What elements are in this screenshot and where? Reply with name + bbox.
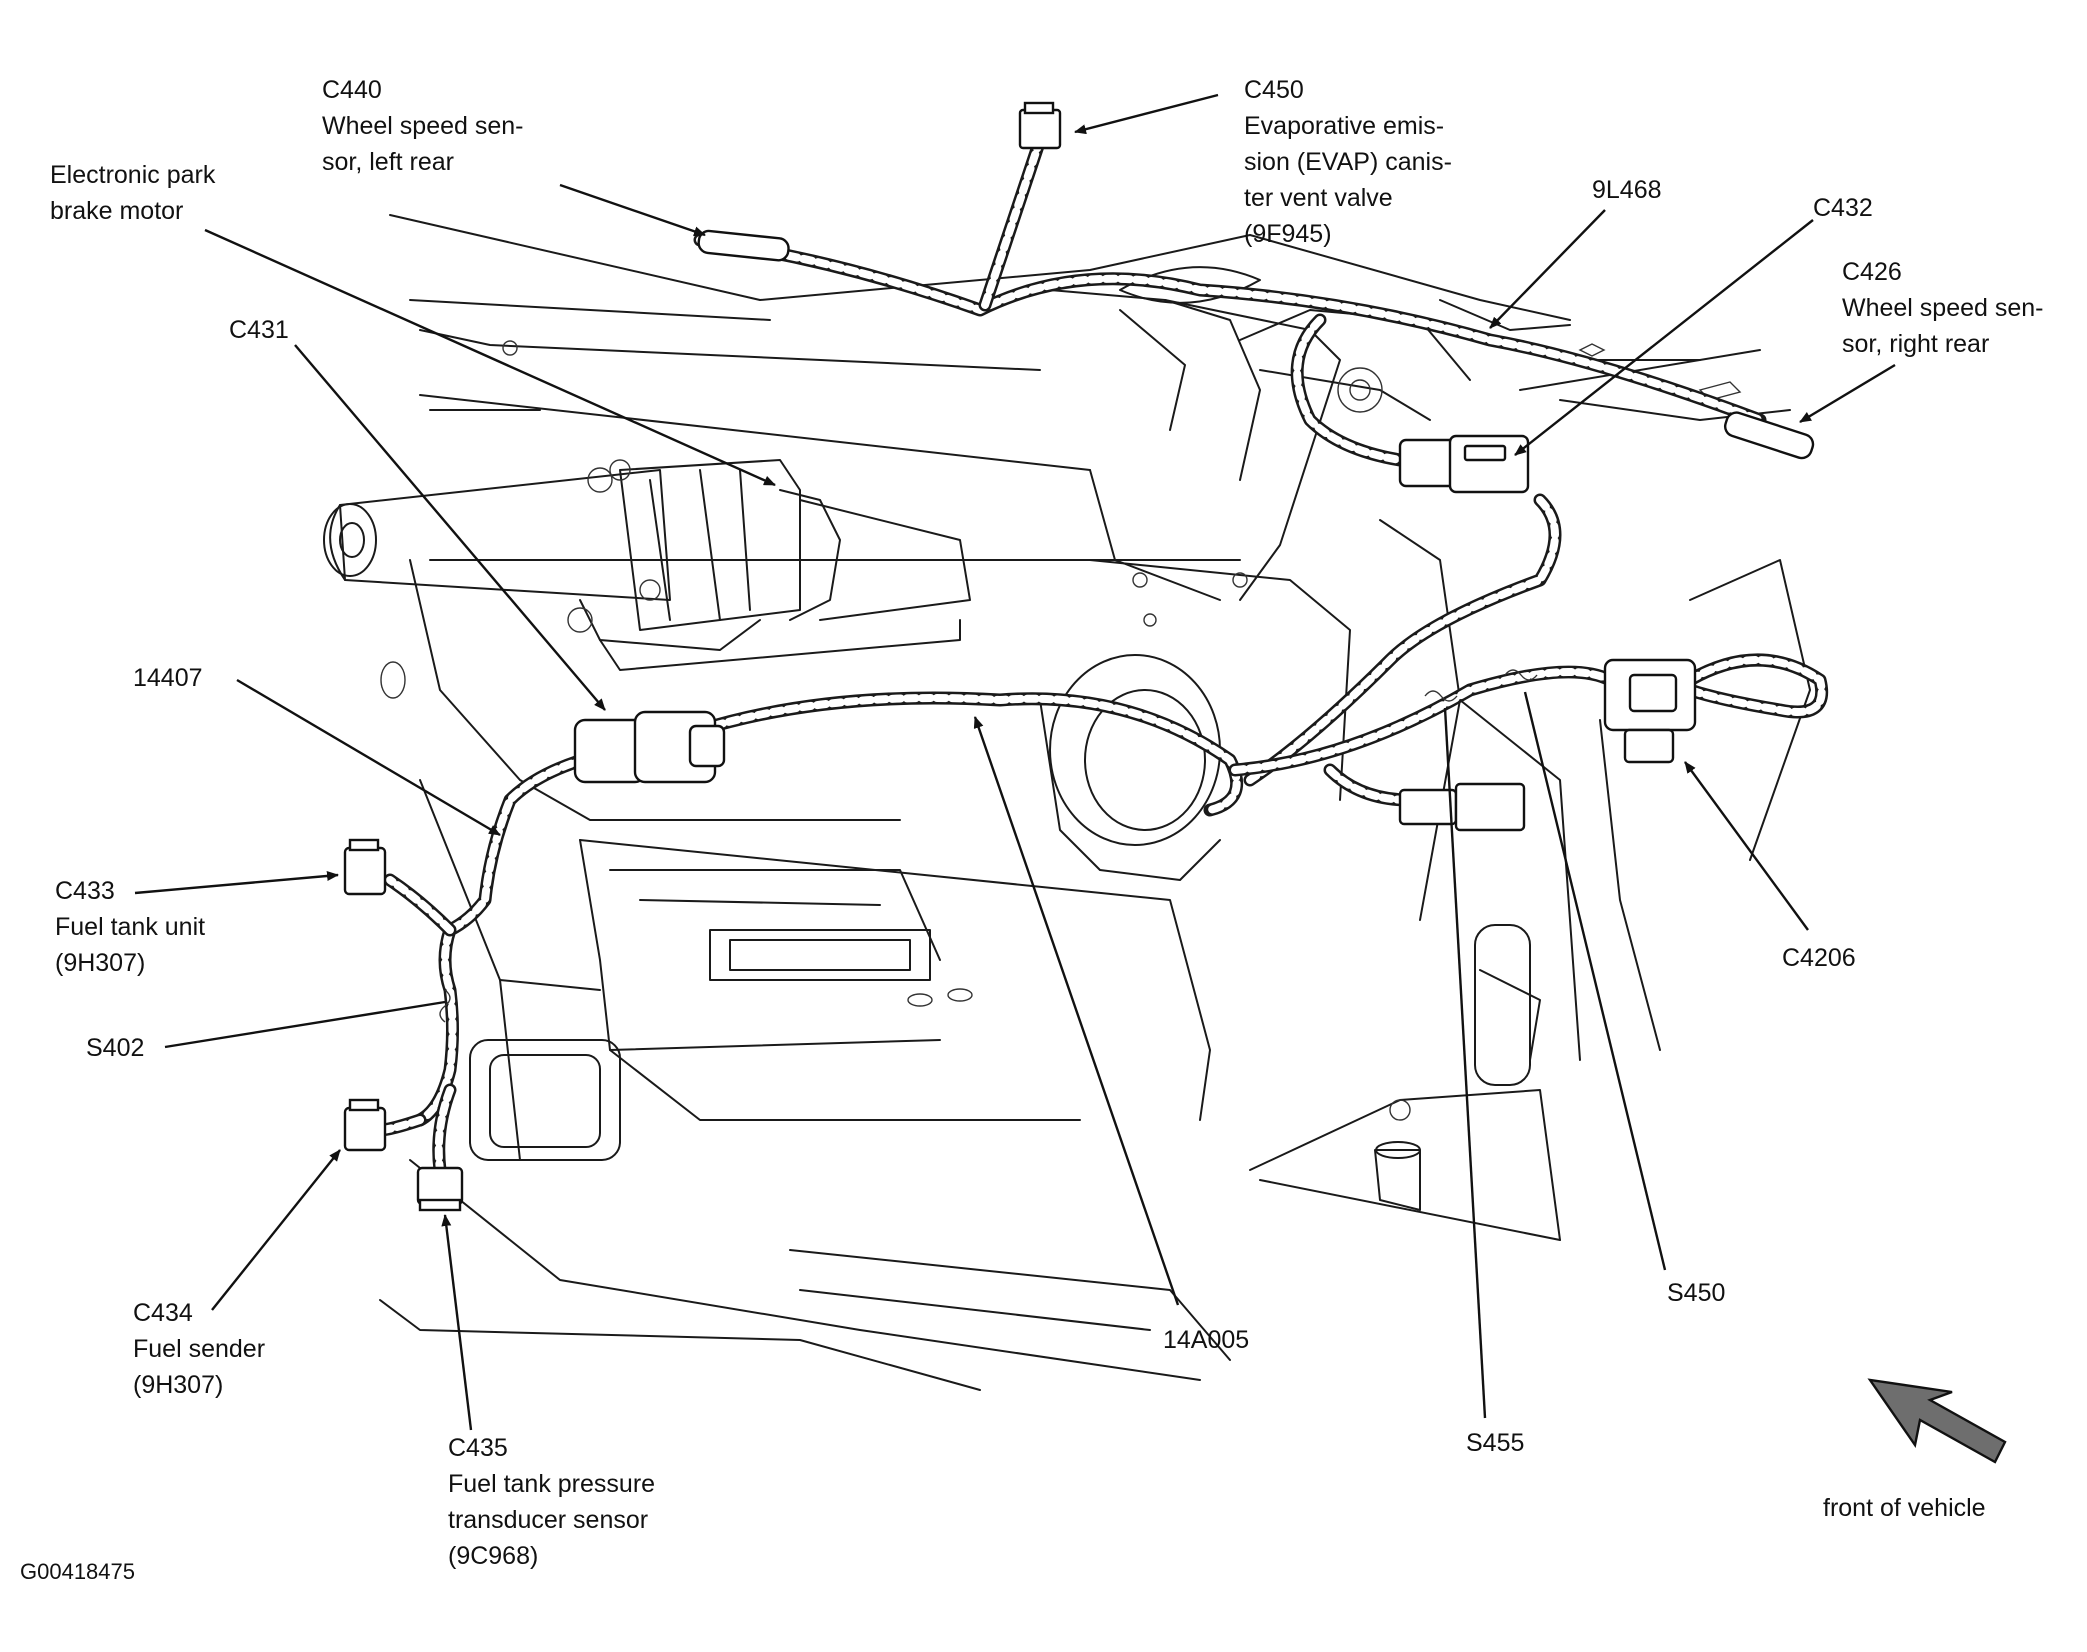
- label-c433-code: C433: [55, 877, 115, 905]
- label-s455-code: S455: [1466, 1429, 1525, 1457]
- label-park-brake: Electronic park brake motor: [50, 157, 215, 229]
- park-brake-motor-art: [323, 459, 971, 671]
- connector-c431: [573, 710, 726, 784]
- label-c432: C432: [1813, 190, 1873, 226]
- connector-c433: [343, 838, 387, 896]
- label-s450-code: S450: [1667, 1279, 1726, 1307]
- label-c435-line3: (9C968): [448, 1542, 539, 1570]
- label-c431: C431: [229, 312, 289, 348]
- label-14a005-code: 14A005: [1163, 1326, 1250, 1354]
- label-c440-line2: sor, left rear: [322, 148, 454, 176]
- label-c4206: C4206: [1782, 940, 1856, 976]
- figure-id: G00418475: [20, 1554, 135, 1590]
- harness-14a005: [693, 653, 1828, 817]
- label-c435-code: C435: [448, 1434, 508, 1462]
- leader-lines: [134, 93, 1896, 1431]
- label-c450-line3: ter vent valve: [1244, 184, 1393, 212]
- label-c435-line1: Fuel tank pressure: [448, 1470, 656, 1498]
- splice-marks: [439, 669, 1538, 1023]
- label-c4206-code: C4206: [1782, 944, 1856, 972]
- label-c450-line2: sion (EVAP) canis-: [1244, 148, 1452, 176]
- connector-c450: [1018, 101, 1062, 150]
- label-c434-line2: (9H307): [133, 1371, 224, 1399]
- label-c434-line1: Fuel sender: [133, 1335, 266, 1363]
- connector-c426: [1723, 411, 1815, 460]
- label-c433-line1: Fuel tank unit: [55, 913, 206, 941]
- connector-c434: [343, 1098, 387, 1152]
- label-s402: S402: [86, 1030, 144, 1066]
- label-c435: C435 Fuel tank pressure transducer senso…: [448, 1430, 655, 1574]
- label-c450-line1: Evaporative emis-: [1244, 112, 1445, 140]
- front-of-vehicle-arrow-icon: [1867, 1378, 2007, 1464]
- label-9l468-code: 9L468: [1592, 176, 1662, 204]
- figure-id-text: G00418475: [20, 1559, 135, 1584]
- label-c433: C433 Fuel tank unit (9H307): [55, 873, 205, 981]
- connector-c435: [416, 1166, 464, 1212]
- connector-c440: [697, 229, 790, 262]
- label-s455: S455: [1466, 1425, 1524, 1461]
- label-c450: C450 Evaporative emis- sion (EVAP) canis…: [1244, 72, 1452, 252]
- label-s450: S450: [1667, 1275, 1725, 1311]
- connector-c4206: [1603, 658, 1697, 764]
- label-front-of-vehicle-text: front of vehicle: [1823, 1494, 1986, 1522]
- label-14a005: 14A005: [1163, 1322, 1249, 1358]
- label-s402-code: S402: [86, 1034, 145, 1062]
- label-c431-code: C431: [229, 316, 289, 344]
- label-park-brake-line1: Electronic park: [50, 161, 216, 189]
- label-c433-line2: (9H307): [55, 949, 146, 977]
- label-c432-code: C432: [1813, 194, 1873, 222]
- label-c450-line4: (9F945): [1244, 220, 1332, 248]
- label-c426-code: C426: [1842, 258, 1902, 286]
- label-14407: 14407: [133, 660, 203, 696]
- connector-evap-inline: [1398, 782, 1526, 832]
- label-front-of-vehicle: front of vehicle: [1823, 1490, 1986, 1526]
- vehicle-body-art: [379, 214, 1811, 1391]
- label-c426-line1: Wheel speed sen-: [1842, 294, 2044, 322]
- label-c435-line2: transducer sensor: [448, 1506, 649, 1534]
- harness-14407: [373, 748, 607, 1177]
- harness-9l468: [693, 133, 1767, 787]
- label-14407-code: 14407: [133, 664, 203, 692]
- label-park-brake-line2: brake motor: [50, 197, 184, 225]
- label-c434: C434 Fuel sender (9H307): [133, 1295, 265, 1403]
- label-9l468: 9L468: [1592, 172, 1662, 208]
- label-c440-code: C440: [322, 76, 382, 104]
- connector-c432: [1398, 434, 1530, 494]
- label-c426: C426 Wheel speed sen- sor, right rear: [1842, 254, 2044, 362]
- label-c450-code: C450: [1244, 76, 1304, 104]
- label-c426-line2: sor, right rear: [1842, 330, 1990, 358]
- label-c440-line1: Wheel speed sen-: [322, 112, 524, 140]
- label-c440: C440 Wheel speed sen- sor, left rear: [322, 72, 524, 180]
- label-c434-code: C434: [133, 1299, 193, 1327]
